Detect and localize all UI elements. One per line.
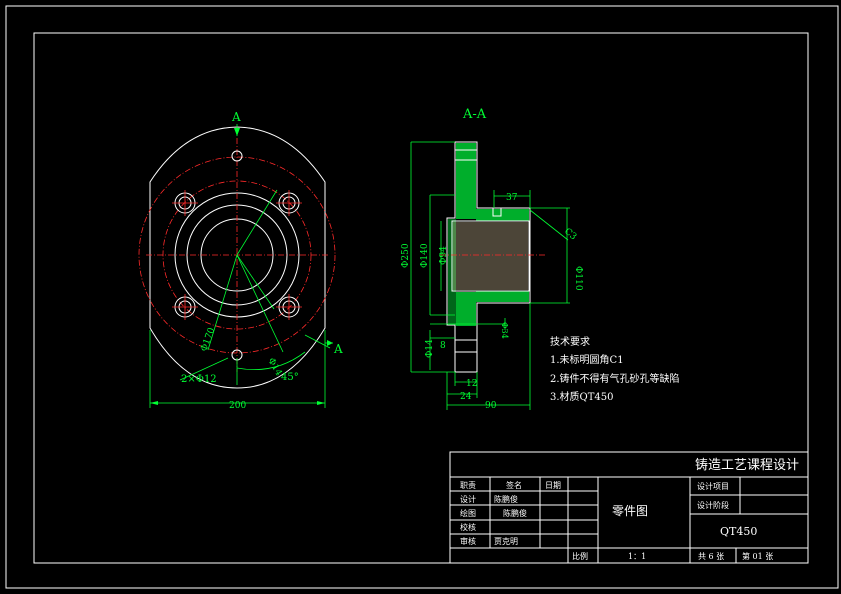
sheet-no: 第 01 张	[742, 551, 773, 561]
dim-outer: Φ250	[401, 243, 411, 268]
col-role: 职责	[460, 480, 476, 490]
dim-hub-dia: Φ110	[573, 266, 583, 291]
dim-hub-len: 37	[506, 193, 518, 203]
row-role-1: 设计	[460, 494, 476, 504]
row-role-2: 绘图	[460, 508, 476, 518]
section-bottom-hole	[454, 339, 478, 353]
col-name: 签名	[506, 480, 522, 490]
dim-flange-t: 24	[460, 392, 472, 402]
col-date: 日期	[545, 481, 561, 490]
dim-side: 8	[440, 341, 446, 351]
section-mark-top: A	[231, 110, 241, 124]
dim-holes: 2×Φ12	[181, 374, 217, 385]
bore-fill	[453, 222, 528, 290]
stage-label: 设计阶段	[697, 500, 729, 510]
section-title: A-A	[462, 107, 487, 122]
dim-step: 12	[466, 379, 477, 389]
dim-small-dia: Φ14	[425, 339, 435, 358]
course-title: 铸造工艺课程设计	[695, 457, 799, 473]
tech-heading: 技术要求	[550, 335, 590, 348]
outer-frame	[5, 5, 839, 589]
dim-bore: Φ94	[439, 246, 449, 265]
scale-value: 1：1	[628, 552, 646, 561]
section-mark-right: A	[333, 342, 343, 356]
row-name-2: 陈鹏俊	[503, 508, 527, 518]
section-bore	[451, 220, 530, 292]
total-sheets: 共 6 张	[698, 552, 724, 561]
inner-border	[33, 32, 809, 564]
tech-item-1: 1.未标明圆角C1	[550, 354, 624, 366]
drawing-name: 零件图	[612, 504, 648, 518]
row-role-4: 审核	[460, 536, 476, 546]
section-top-hole	[454, 149, 478, 161]
tech-item-3: 3.材质QT450	[550, 390, 614, 403]
small-hole-top	[231, 150, 243, 162]
dim-length: 90	[485, 401, 497, 411]
flange-outline	[149, 126, 326, 389]
section-view	[410, 141, 570, 410]
tech-item-2: 2.铸件不得有气孔砂孔等缺陷	[550, 372, 680, 385]
title-block	[449, 451, 809, 564]
dim-angle: 45°	[281, 372, 299, 383]
dim-mid: Φ140	[420, 243, 430, 268]
dim-chamfer: C3	[562, 227, 578, 243]
front-view	[138, 124, 336, 408]
dim-bolt-circle: Φ170	[199, 326, 217, 353]
row-role-3: 校核	[460, 522, 476, 532]
hub-groove	[492, 207, 502, 217]
row-name-1: 陈鹏俊	[494, 494, 518, 504]
dim-recess: Φ34	[500, 322, 509, 339]
row-name-4: 贾克明	[494, 537, 518, 546]
outer-pcd-arc	[138, 156, 336, 354]
bolt-holes	[172, 190, 302, 320]
material: QT450	[720, 525, 757, 538]
dim-width: 200	[229, 401, 246, 411]
project-label: 设计项目	[697, 481, 729, 491]
scale-label: 比例	[572, 551, 588, 561]
